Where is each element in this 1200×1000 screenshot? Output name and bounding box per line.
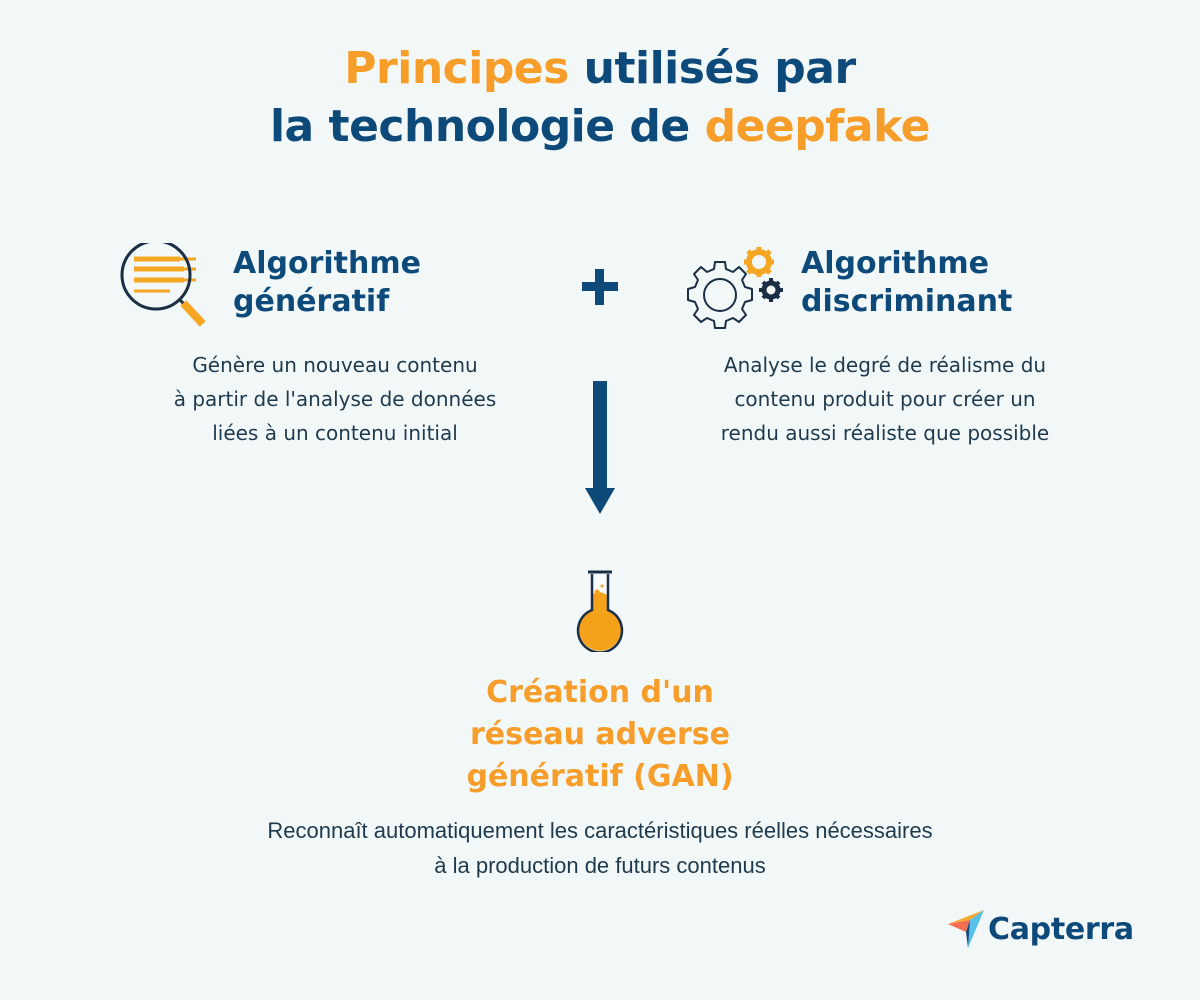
title-highlight-deepfake: deepfake xyxy=(704,101,931,152)
title-highlight-principes: Principes xyxy=(344,43,569,94)
generative-heading: Algorithme génératif xyxy=(233,245,421,321)
gears-icon xyxy=(686,243,786,333)
gan-title-line-1: Création d'un xyxy=(486,675,714,710)
gan-title: Création d'un réseau adverse génératif (… xyxy=(0,672,1200,798)
page-title: Principes utilisés par la technologie de… xyxy=(0,40,1200,156)
gan-title-line-2: réseau adverse xyxy=(469,717,730,752)
discriminant-desc-line-3: rendu aussi réaliste que possible xyxy=(720,421,1050,445)
discriminant-description: Analyse le degré de réalisme du contenu … xyxy=(665,348,1105,450)
title-line-1: Principes utilisés par xyxy=(0,40,1200,98)
magnifier-document-icon xyxy=(118,239,208,333)
capterra-logo-text: Capterra xyxy=(988,911,1134,947)
gan-title-line-3: génératif (GAN) xyxy=(466,759,734,794)
discriminant-heading-line-2: discriminant xyxy=(801,284,1013,319)
title-text-1: utilisés par xyxy=(568,43,857,94)
title-line-2: la technologie de deepfake xyxy=(0,98,1200,156)
generative-heading-line-1: Algorithme xyxy=(233,246,421,281)
discriminant-desc-line-1: Analyse le degré de réalisme du xyxy=(723,353,1047,377)
discriminant-heading-line-1: Algorithme xyxy=(801,246,989,281)
generative-desc-line-3: liées à un contenu initial xyxy=(212,421,458,445)
arrow-down-icon xyxy=(580,380,620,516)
flask-icon xyxy=(574,568,626,654)
generative-description: Génère un nouveau contenu à partir de l'… xyxy=(120,348,550,450)
generative-desc-line-2: à partir de l'analyse de données xyxy=(173,387,497,411)
generative-desc-line-1: Génère un nouveau contenu xyxy=(192,353,478,377)
gan-description: Reconnaît automatiquement les caractéris… xyxy=(0,813,1200,883)
plus-icon xyxy=(580,267,620,307)
capterra-logo: Capterra xyxy=(946,908,1134,950)
title-text-2: la technologie de xyxy=(269,101,705,152)
gan-desc-line-1: Reconnaît automatiquement les caractéris… xyxy=(267,818,933,843)
discriminant-heading: Algorithme discriminant xyxy=(801,245,1012,321)
capterra-arrow-icon xyxy=(948,910,984,948)
discriminant-desc-line-2: contenu produit pour créer un xyxy=(734,387,1036,411)
generative-heading-line-2: génératif xyxy=(233,284,390,319)
gan-desc-line-2: à la production de futurs contenus xyxy=(434,853,766,878)
